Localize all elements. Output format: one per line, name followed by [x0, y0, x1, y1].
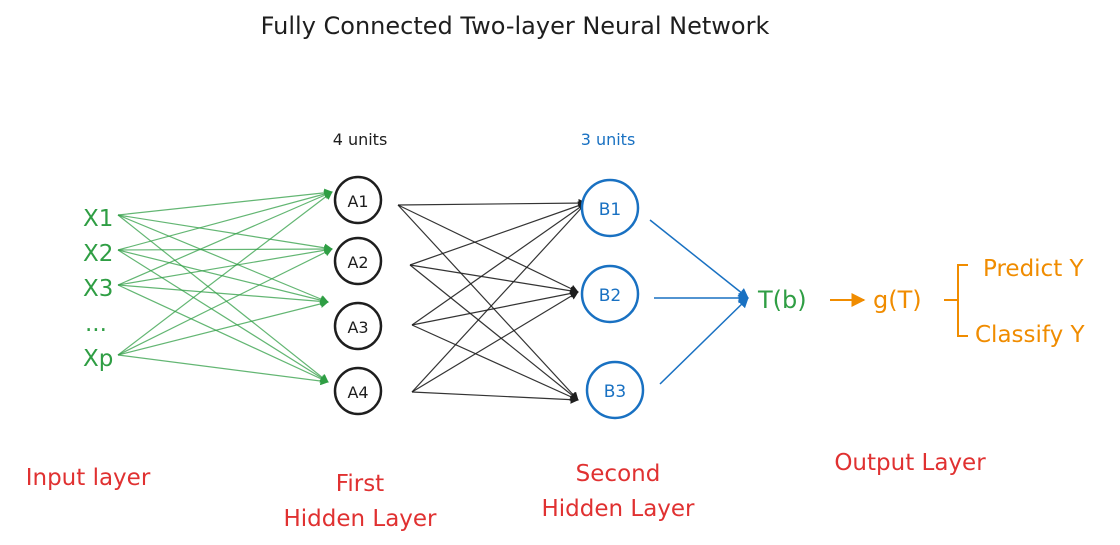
edge-input-1-to-a2	[117, 214, 333, 252]
edge-a2-to-b1	[409, 201, 587, 266]
output-aggregate: T(b)	[757, 286, 807, 314]
edge-a1-to-b1	[397, 198, 587, 208]
edge-a3-to-b3	[411, 324, 579, 401]
node-b1-label: B1	[599, 200, 621, 220]
node-a1-label: A1	[347, 192, 368, 211]
output-task-predict: Predict Y	[983, 256, 1085, 282]
first-to-second-hidden-edges	[397, 198, 587, 404]
input-to-first-hidden-edges	[117, 188, 333, 386]
second-hidden-label-line1: Second	[576, 461, 661, 487]
edge-input-2-to-a2	[117, 244, 333, 254]
edge-input-3-to-a3	[117, 284, 329, 306]
node-b1: B1	[580, 178, 640, 238]
node-a4: A4	[333, 366, 383, 416]
edge-a4-to-b3	[411, 391, 579, 404]
node-b3: B3	[585, 360, 645, 420]
edge-a1-to-b3	[397, 204, 579, 401]
first-hidden-nodes: A1 A2 A3 A4	[333, 175, 383, 416]
node-b3-label: B3	[604, 382, 626, 402]
node-b2: B2	[580, 264, 640, 324]
second-hidden-to-output-edges	[649, 219, 750, 385]
node-a3-label: A3	[347, 318, 368, 337]
node-a4-label: A4	[347, 383, 368, 402]
edge-input-2-to-a4	[117, 249, 329, 383]
node-a3: A3	[333, 301, 383, 351]
edge-input-2-to-a1	[117, 189, 333, 251]
edge-input-3-to-a2	[117, 246, 333, 286]
first-hidden-label-line1: First	[336, 471, 384, 497]
output-layer-label: Output Layer	[834, 450, 986, 476]
edge-input-4-to-a4	[117, 354, 329, 386]
node-a2: A2	[333, 236, 383, 286]
edge-input-3-to-a1	[117, 191, 333, 286]
node-a2-label: A2	[347, 253, 368, 272]
edge-input-1-to-a3	[117, 214, 329, 303]
edge-input-4-to-a1	[117, 191, 333, 356]
edge-a3-to-b2	[411, 289, 579, 326]
edge-a1-to-b2	[397, 204, 579, 293]
first-hidden-label-line2: Hidden Layer	[283, 506, 437, 532]
input-x1: X1	[83, 206, 113, 232]
second-hidden-units-label: 3 units	[581, 130, 636, 149]
second-hidden-label-line2: Hidden Layer	[541, 496, 695, 522]
edge-b3-to-output	[659, 297, 749, 385]
output-bracket	[944, 264, 968, 337]
edge-a4-to-b2	[411, 291, 579, 393]
output-task-classify: Classify Y	[975, 322, 1086, 348]
input-ellipsis: ...	[85, 311, 107, 337]
input-layer-nodes: X1 X2 X3 ... Xp	[83, 206, 113, 372]
second-hidden-nodes: B1 B2 B3	[580, 178, 645, 420]
edge-b1-to-output	[649, 219, 749, 299]
input-layer-label: Input layer	[26, 465, 151, 491]
output-activation: g(T)	[873, 286, 922, 314]
edge-a4-to-b1	[411, 202, 587, 393]
edge-input-4-to-a3	[117, 299, 329, 356]
node-b2-label: B2	[599, 286, 621, 306]
input-x3: X3	[83, 276, 113, 302]
edge-input-1-to-a1	[117, 188, 333, 216]
edge-input-1-to-a4	[117, 214, 329, 383]
diagram-title: Fully Connected Two-layer Neural Network	[261, 12, 770, 40]
edge-a3-to-b1	[411, 202, 587, 326]
edge-a2-to-b2	[409, 264, 579, 295]
input-x2: X2	[83, 241, 113, 267]
edge-input-2-to-a3	[117, 249, 329, 305]
edge-a2-to-b3	[409, 264, 579, 401]
node-a1: A1	[333, 175, 383, 225]
first-hidden-units-label: 4 units	[333, 130, 388, 149]
edge-input-3-to-a4	[117, 284, 329, 383]
edge-input-4-to-a2	[117, 248, 333, 356]
input-xp: Xp	[83, 346, 113, 372]
